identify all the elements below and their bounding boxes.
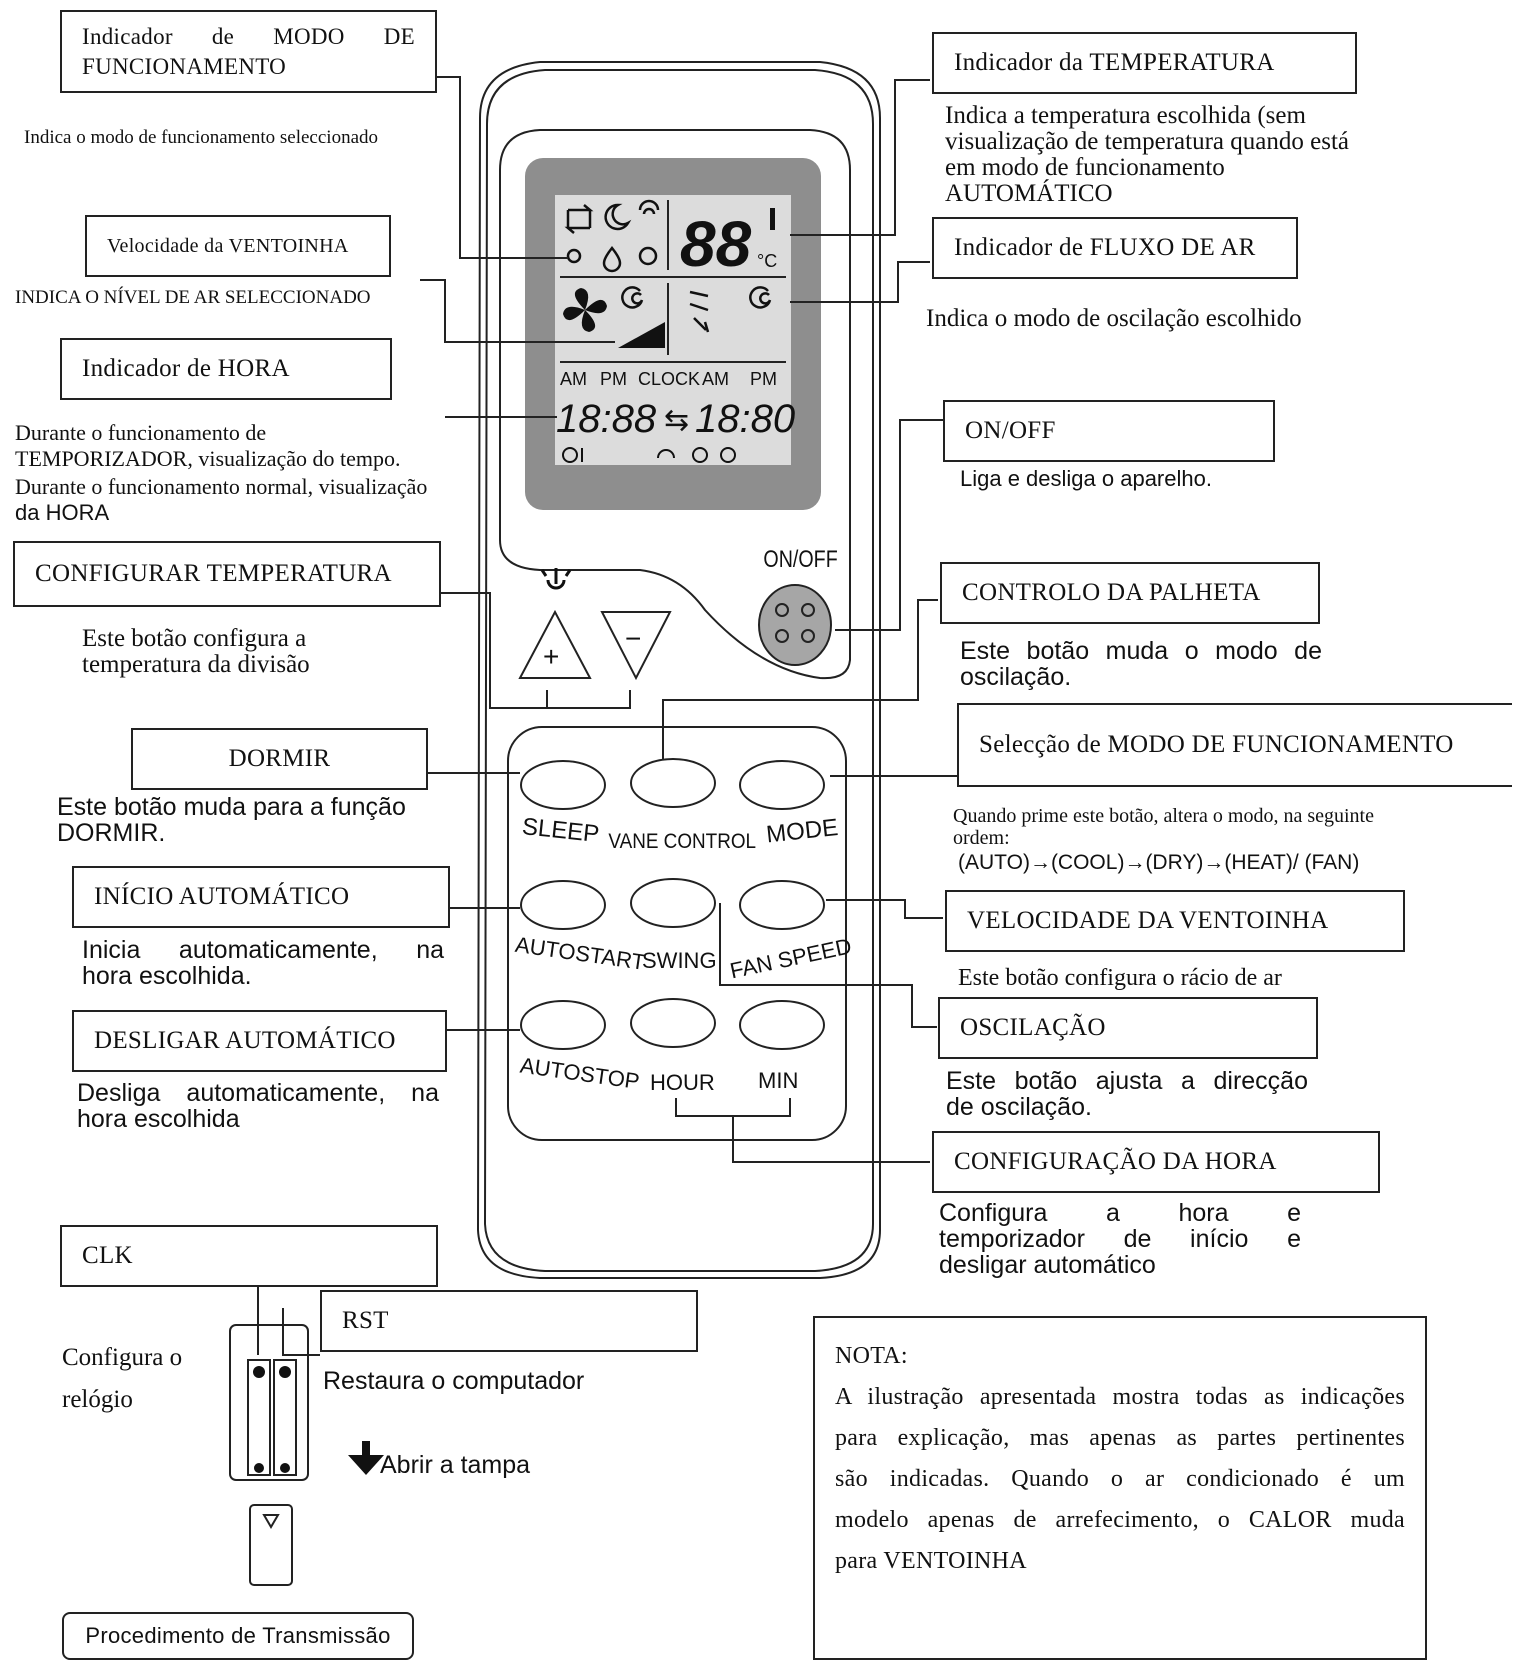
lcd-mode-icons (564, 199, 660, 273)
lcd-time-arrows: ⇆ (664, 404, 689, 437)
clk-desc: Configura o relógio (62, 1344, 183, 1413)
config-temp-desc: Este botão configura a temperatura da di… (82, 625, 310, 678)
minus-icon: − (625, 623, 641, 654)
autostop-label: AUTOSTOP (519, 1053, 642, 1094)
modo-indicator-box: Indicador de MODO DE FUNCIONAMENTO (60, 10, 437, 93)
lcd-time-left: 18:88 (556, 397, 657, 441)
temp-indicator-desc: Indica a temperatura escolhida (sem visu… (945, 102, 1349, 207)
lcd-pm-right: PM (750, 369, 777, 389)
inicio-auto-desc: Inicia automaticamente, na hora escolhid… (82, 936, 444, 990)
oscilacao-box: OSCILAÇÃO (938, 997, 1318, 1059)
lcd-clock: CLOCK (638, 369, 700, 389)
onoff-holes-icon (775, 603, 815, 643)
down-arrow-icon (348, 1441, 384, 1475)
procedimento-box: Procedimento de Transmissão (62, 1612, 414, 1660)
sleep-label: SLEEP (521, 813, 601, 848)
thermometer-icon (770, 208, 775, 230)
abrir-tampa-label: Abrir a tampa (380, 1451, 531, 1479)
desligar-auto-box: DESLIGAR AUTOMÁTICO (72, 1010, 447, 1072)
lcd-screen (555, 195, 791, 465)
nota-title: NOTA: (835, 1343, 908, 1369)
fan-speed-button[interactable] (739, 880, 825, 930)
onoff-button-label: ON/OFF (763, 545, 837, 572)
swing-label: SWING (642, 948, 717, 973)
hora-indicator-desc: Durante o funcionamento de TEMPORIZADOR,… (15, 420, 428, 525)
lcd-fan-icons (563, 288, 665, 348)
temp-down-button[interactable] (600, 611, 672, 681)
leader-lines (257, 76, 960, 1356)
fan-speed-label: FAN SPEED (728, 933, 854, 983)
palheta-box: CONTROLO DA PALHETA (940, 562, 1320, 624)
modo-indicator-desc: Indica o modo de funcionamento seleccion… (24, 127, 379, 148)
lcd-pm-left: PM (600, 369, 627, 389)
nota-box: NOTA: A ilustração apresentada mostra to… (813, 1316, 1427, 1660)
remote-upper-panel (499, 129, 851, 680)
lcd-timer-icons (562, 447, 736, 463)
modo-indicator-title-a: Indicador de MODO DE (82, 23, 415, 49)
sleep-button[interactable] (520, 760, 606, 810)
battery-compartment (229, 1324, 309, 1586)
modo-sel-desc: Quando prime este botão, altera o modo, … (953, 805, 1374, 874)
remote-body-inner (483, 69, 874, 1272)
min-button[interactable] (739, 1000, 825, 1050)
onoff-box: ON/OFF (943, 400, 1275, 462)
temp-indicator-box: Indicador da TEMPERATURA (932, 32, 1357, 94)
config-temp-box: CONFIGURAR TEMPERATURA (13, 541, 441, 607)
dormir-desc: Este botão muda para a função DORMIR. (57, 793, 406, 847)
oscilacao-desc: Este botão ajusta a direcção de oscilaçã… (946, 1067, 1308, 1121)
button-pad-outline (507, 726, 847, 1141)
lcd-swing-icons (621, 286, 772, 333)
temp-adjust-icon (540, 568, 572, 590)
modo-indicator-title-b: FUNCIONAMENTO (82, 53, 287, 79)
rst-box: RST (320, 1290, 698, 1352)
fluxo-indicator-box: Indicador de FLUXO DE AR (932, 217, 1298, 279)
hour-label: HOUR (650, 1070, 715, 1095)
lcd-temp-unit: °C (757, 251, 777, 271)
config-hora-box: CONFIGURAÇÃO DA HORA (932, 1131, 1380, 1193)
autostop-button[interactable] (520, 1000, 606, 1050)
clk-box: CLK (60, 1225, 438, 1287)
lcd-am-left: AM (560, 369, 587, 389)
modo-sel-box: Selecção de MODO DE FUNCIONAMENTO (957, 703, 1512, 787)
config-hora-desc: Configura a hora e temporizador de iníci… (939, 1199, 1301, 1279)
hora-indicator-box: Indicador de HORA (60, 338, 392, 400)
vane-control-label: VANE CONTROL (608, 830, 756, 853)
hour-button[interactable] (630, 998, 716, 1048)
vel-indicator-box: Velocidade da VENTOINHA (85, 215, 391, 277)
temp-up-button[interactable] (518, 609, 592, 679)
vane-control-button[interactable] (630, 758, 716, 808)
swing-button[interactable] (630, 878, 716, 928)
autostart-button[interactable] (520, 880, 606, 930)
mode-button[interactable] (739, 760, 825, 810)
vel-indicator-desc: INDICA O NÍVEL DE AR SELECCIONADO (15, 287, 371, 308)
inicio-auto-box: INÍCIO AUTOMÁTICO (72, 866, 450, 928)
dormir-box: DORMIR (131, 728, 428, 790)
palheta-desc: Este botão muda o modo de oscilação. (960, 637, 1322, 691)
min-label: MIN (758, 1068, 798, 1093)
onoff-desc: Liga e desliga o aparelho. (960, 466, 1212, 491)
desligar-auto-desc: Desliga automaticamente, na hora escolhi… (77, 1079, 439, 1133)
lcd-am-right: AM (702, 369, 729, 389)
lcd-temp-digits: 88 (680, 208, 752, 280)
fan-level-icon (618, 322, 665, 348)
vel-btn-box: VELOCIDADE DA VENTOINHA (945, 890, 1405, 952)
fluxo-indicator-desc: Indica o modo de oscilação escolhido (926, 305, 1302, 332)
autostart-label: AUTOSTART (514, 932, 647, 975)
rst-desc: Restaura o computador (323, 1367, 585, 1395)
plus-icon: + (543, 641, 559, 672)
fan-icon (563, 288, 607, 332)
onoff-button[interactable] (758, 584, 832, 666)
lcd-time-right: 18:80 (695, 397, 795, 441)
vel-btn-desc: Este botão configura o rácio de ar (958, 965, 1282, 991)
remote-body-outline (476, 61, 881, 1279)
mode-label: MODE (765, 814, 839, 848)
